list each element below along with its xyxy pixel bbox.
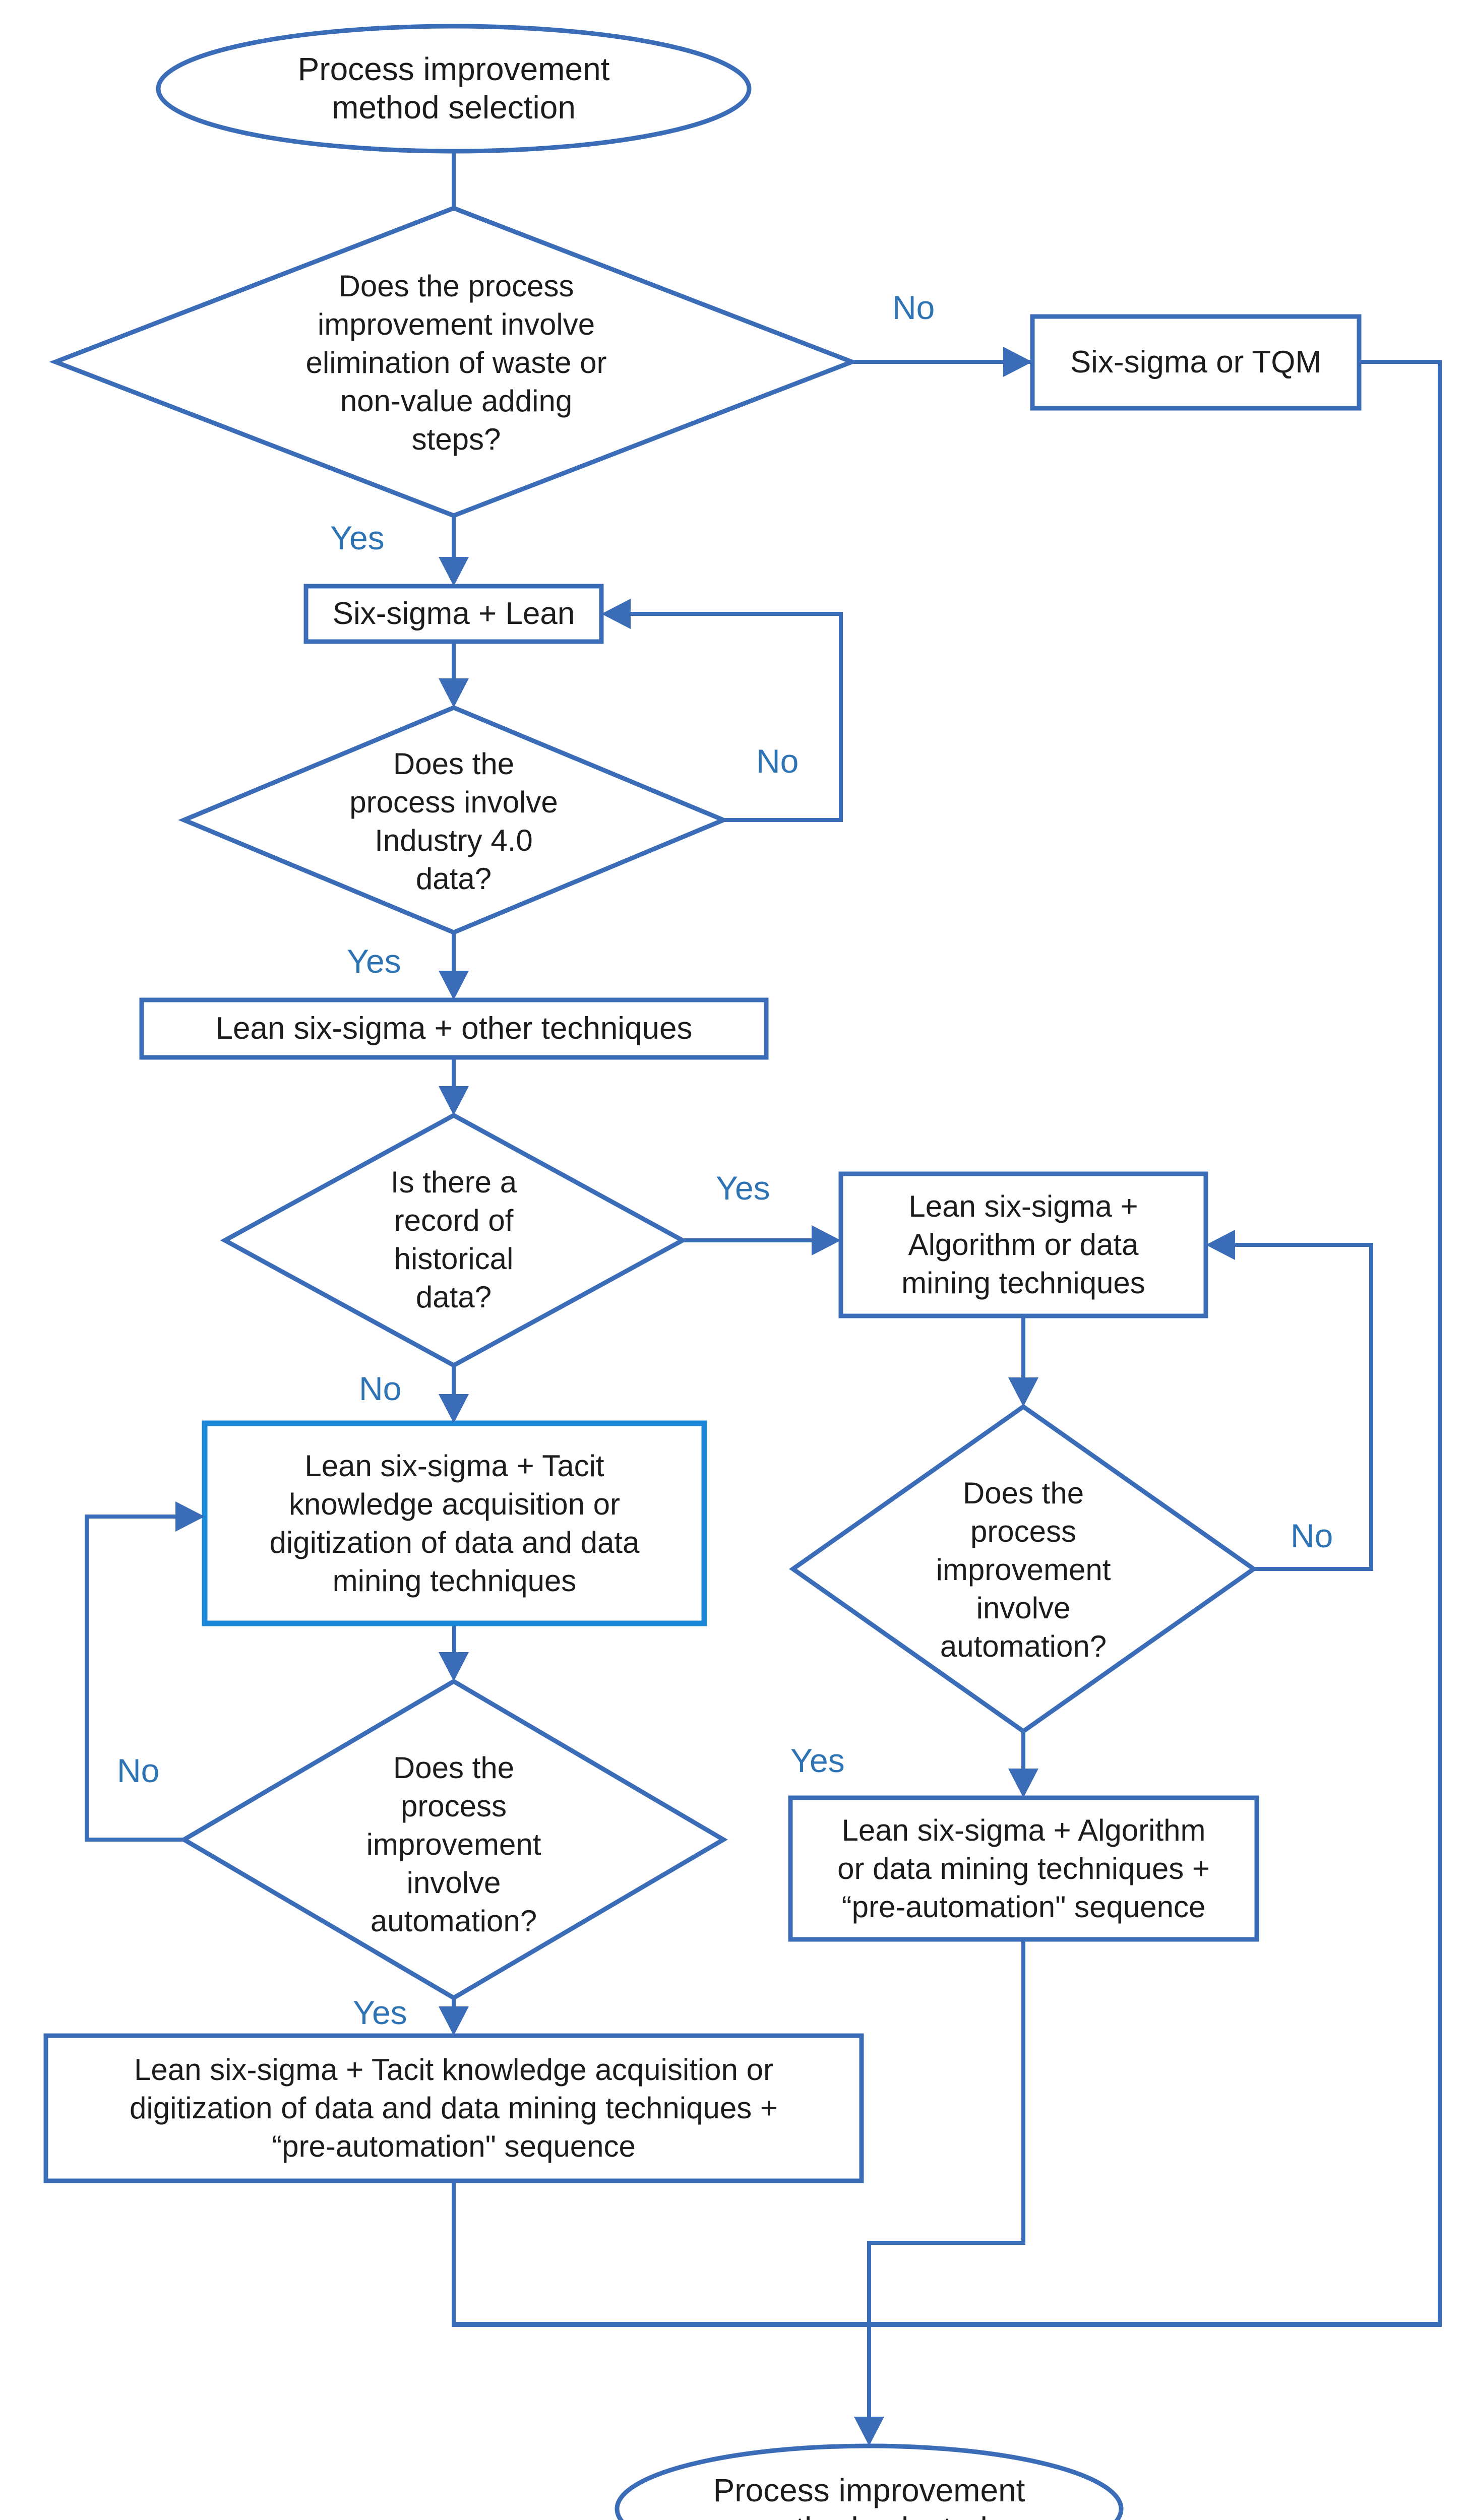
arrowhead-into-preauto-r [1008, 1769, 1038, 1798]
lss-other-techniques-box [139, 997, 769, 1060]
lss-algorithm-preautomation-box [788, 1795, 1259, 1942]
decision-automation-right-diamond [789, 1404, 1258, 1734]
decision-industry40-diamond [178, 705, 729, 935]
lss-algorithm-label: Lean six-sigma + Algorithm or data minin… [901, 1189, 1145, 1300]
end-label: Process improvement method selected [713, 2472, 1025, 2520]
decision-automation-left-diamond [179, 1678, 728, 2001]
arrowhead-into-tqm [1003, 347, 1032, 377]
edge-label-d3-yes: Yes [716, 1169, 770, 1207]
wire-preauto-r-to-end [867, 1939, 1025, 2442]
arrowhead-into-preauto-l [439, 2006, 469, 2036]
edge-label-d2-yes: Yes [347, 942, 401, 980]
decision-historical-data-diamond [220, 1112, 688, 1368]
six-sigma-tqm-box [1030, 314, 1362, 411]
start-ellipse [156, 24, 752, 154]
arrowhead-into-lss-other [439, 971, 469, 1000]
edge-label-d3-no: No [359, 1370, 402, 1407]
edge-label-d4l-no: No [117, 1752, 160, 1789]
edge-label-d2-no: No [756, 742, 799, 780]
lss-tacit-knowledge-box [202, 1420, 707, 1626]
arrowhead-into-d4r [1008, 1377, 1038, 1407]
arrowhead-into-end [854, 2417, 884, 2446]
decision-automation-right-label: Does the process improvement involve aut… [936, 1476, 1111, 1663]
edge-label-d4r-no: No [1291, 1517, 1333, 1554]
six-sigma-lean-label: Six-sigma + Lean [332, 596, 575, 631]
lss-algorithm-preautomation-label: Lean six-sigma + Algorithm or data minin… [837, 1813, 1210, 1924]
arrowhead-into-algo [812, 1225, 841, 1255]
edge-label-d4r-yes: Yes [790, 1742, 845, 1779]
lss-algorithm-box [838, 1171, 1208, 1318]
lss-tacit-knowledge-label: Lean six-sigma + Tacit knowledge acquisi… [269, 1448, 640, 1598]
wire-d2-no-loop [607, 612, 843, 822]
edge-label-d4l-yes: Yes [353, 1994, 407, 2031]
wire-d4r-no-loop [1210, 1243, 1373, 1571]
six-sigma-tqm-label: Six-sigma or TQM [1070, 345, 1322, 380]
wire-tqm-right-rail [1359, 360, 1442, 2324]
decision-waste-diamond [49, 206, 858, 518]
decision-waste-label: Does the process improvement involve eli… [305, 269, 607, 456]
lss-tacit-preautomation-label: Lean six-sigma + Tacit knowledge acquisi… [130, 2053, 778, 2163]
edge-label-d1-no: No [892, 289, 935, 326]
start-label: Process improvement method selection [297, 51, 610, 125]
arrowhead-into-d4l [439, 1652, 469, 1681]
arrowhead-into-ssl [439, 557, 469, 586]
lss-tacit-preautomation-box [43, 2033, 864, 2183]
arrowhead-loop-into-ssl [601, 599, 631, 629]
wire-d4l-no-loop [85, 1515, 201, 1842]
arrowhead-into-tacit [439, 1394, 469, 1423]
arrowhead-into-d2 [439, 678, 469, 708]
lss-other-techniques-label: Lean six-sigma + other techniques [215, 1011, 693, 1046]
decision-historical-data-label: Is there a record of historical data? [390, 1165, 517, 1314]
decision-industry40-label: Does the process involve Industry 4.0 da… [349, 747, 558, 896]
decision-automation-left-label: Does the process improvement involve aut… [366, 1751, 541, 1938]
arrowhead-loop-into-tacit [175, 1501, 205, 1532]
edge-label-d1-yes: Yes [330, 519, 385, 556]
arrowhead-loop-into-algo [1206, 1230, 1235, 1260]
arrowhead-into-d3 [439, 1086, 469, 1115]
